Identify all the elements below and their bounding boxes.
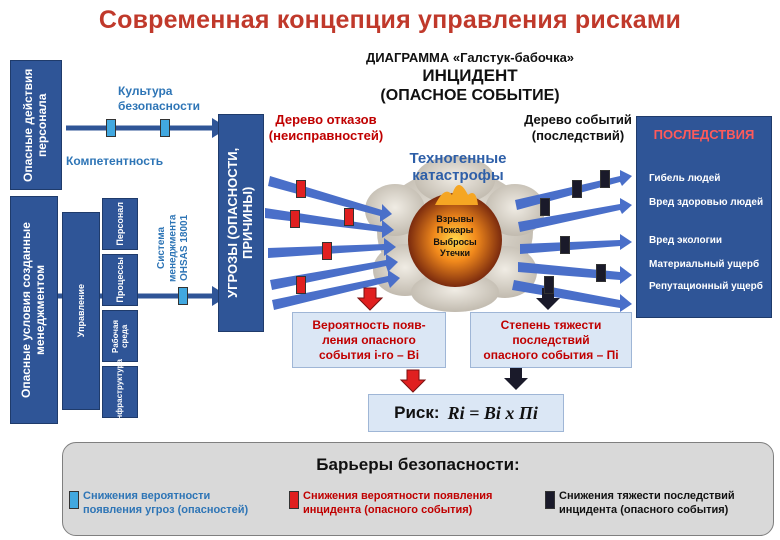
management-conditions-box: Опасные условия созданные менеджментом <box>10 196 58 424</box>
probability-box: Вероятность появ- ления опасного события… <box>292 312 446 368</box>
safety-culture-label: Культура безопасности <box>118 84 201 113</box>
competence-label: Компетентность <box>66 154 164 168</box>
barrier-black-1 <box>572 180 582 198</box>
technogenic-label: Техногенные катастрофы <box>409 150 507 185</box>
barrier-black-6 <box>544 276 554 294</box>
threats-box: УГРОЗЫ (ОПАСНОСТИ, ПРИЧИНЫ) <box>218 114 264 332</box>
event-tree-label: Дерево событий (последствий) <box>524 112 632 143</box>
personnel-actions-box: Опасные действия персонала <box>10 60 62 190</box>
barrier-black-5 <box>596 264 606 282</box>
barrier-blue-1 <box>106 119 116 137</box>
risk-formula-box: Риск: Ri = Bi х Пi <box>368 394 564 432</box>
management-label: Управление <box>75 284 86 338</box>
legend-title: Барьеры безопасности: <box>316 455 520 474</box>
management-item-processes: Процессы <box>102 254 138 306</box>
barrier-black-4 <box>560 236 570 254</box>
management-item-personnel: Персонал <box>102 198 138 250</box>
severity-arrows <box>504 288 560 390</box>
incident-title: ИНЦИДЕНТ <box>422 66 518 85</box>
risk-formula: Ri = Bi х Пi <box>447 402 538 423</box>
severity-box: Степень тяжести последствий опасного соб… <box>470 312 632 368</box>
diagram-name: ДИАГРАММА «Галстук-бабочка» <box>365 50 575 65</box>
personnel-actions-label: Опасные действия персонала <box>21 68 49 182</box>
barrier-blue-3 <box>178 287 188 305</box>
legend-swatch-black <box>545 491 555 509</box>
threats-label: УГРОЗЫ (ОПАСНОСТИ, ПРИЧИНЫ) <box>225 147 255 299</box>
consequence-item: Вред экологии <box>649 235 723 246</box>
barrier-blue-2 <box>160 119 170 137</box>
management-box: Управление <box>62 212 100 410</box>
management-conditions-label: Опасные условия созданные менеджментом <box>19 222 47 398</box>
legend-swatch-red <box>289 491 299 509</box>
ohsas-label-wrap: Система менеджмента OHSAS 18001 <box>150 198 196 298</box>
probability-arrows <box>356 287 427 393</box>
fault-tree-label: Дерево отказов (неисправностей) <box>268 112 384 143</box>
barrier-red-4 <box>296 276 306 294</box>
consequence-item: Материальный ущерб <box>649 259 760 270</box>
management-item-infrastructure: Инфраструктура <box>102 359 138 425</box>
ohsas-label: Система менеджмента OHSAS 18001 <box>155 214 190 282</box>
barrier-red-1 <box>296 180 306 198</box>
legend-item-black: Снижения тяжести последствий инцидента (… <box>559 490 735 517</box>
page-title: Современная концепция управления рисками <box>98 6 682 34</box>
barrier-black-2 <box>540 198 550 216</box>
management-item-environment: Рабочая среда <box>102 310 138 362</box>
risk-label: Риск: <box>394 403 440 422</box>
barriers-legend: Барьеры безопасности: Снижения вероятнос… <box>62 442 774 536</box>
legend-item-red: Снижения вероятности появления инцидента… <box>303 490 493 517</box>
barrier-red-3 <box>322 242 332 260</box>
barrier-red-5 <box>344 208 354 226</box>
consequence-item: Гибель людей <box>649 173 721 184</box>
barrier-black-3 <box>600 170 610 188</box>
legend-swatch-blue <box>69 491 79 509</box>
consequences-box: ПОСЛЕДСТВИЯ Гибель людей Вред здоровью л… <box>636 116 772 318</box>
consequences-title: ПОСЛЕДСТВИЯ <box>653 127 755 142</box>
events-list: Взрывы Пожары Выбросы Утечки <box>433 214 477 258</box>
legend-item-blue: Снижения вероятности появления угроз (оп… <box>83 490 249 517</box>
consequence-item: Вред здоровью людей <box>649 197 764 208</box>
incident-subtitle: (ОПАСНОЕ СОБЫТИЕ) <box>380 87 560 104</box>
barrier-red-2 <box>290 210 300 228</box>
consequence-item: Репутационный ущерб <box>649 281 763 292</box>
